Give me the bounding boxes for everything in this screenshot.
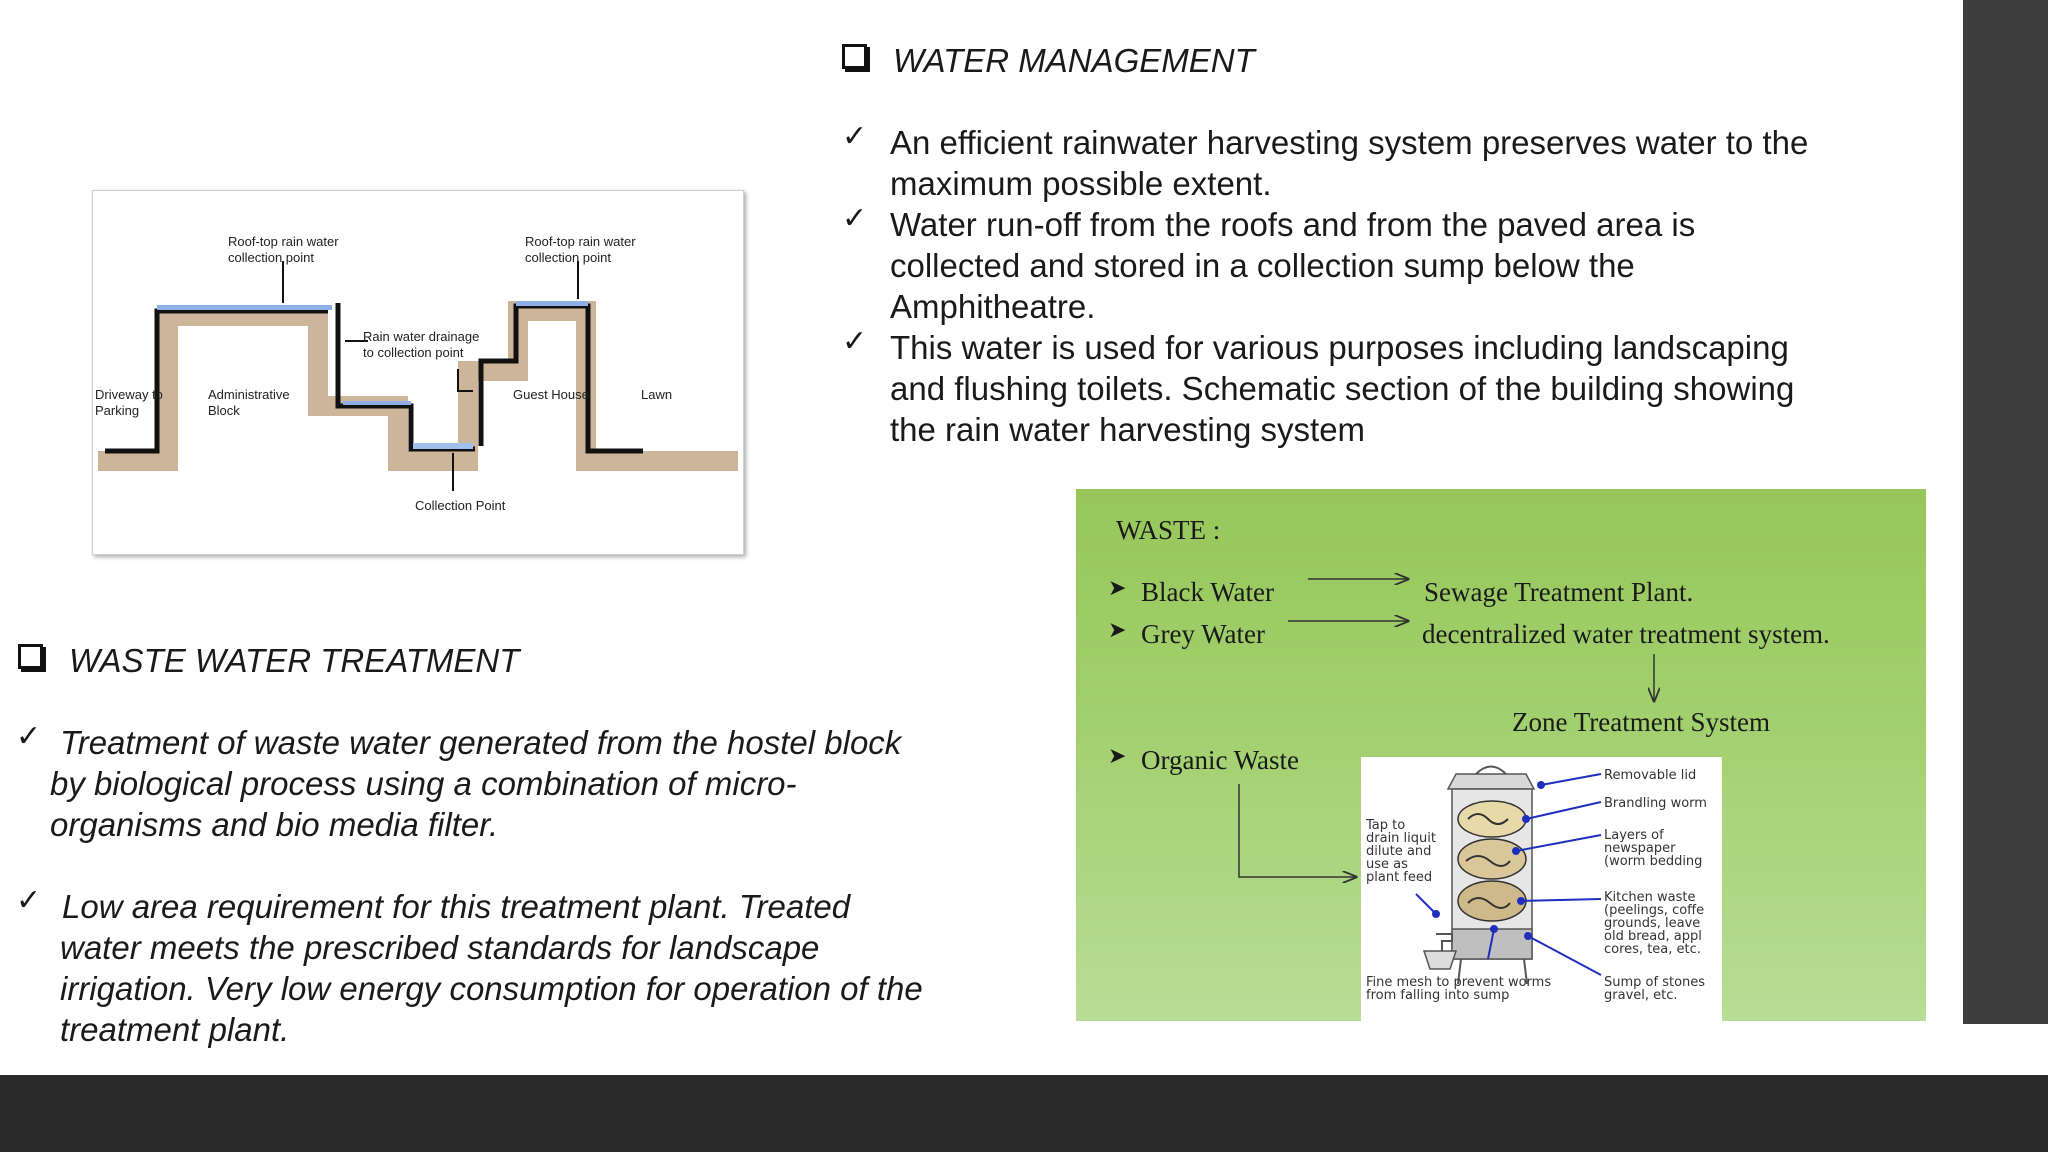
checkmark-icon: ✓ [16, 719, 42, 754]
bin-label-tap: dilute and [1366, 844, 1431, 859]
right-side-bar [1963, 0, 2048, 1024]
bullet-line: irrigation. Very low energy consumption … [60, 970, 923, 1007]
bullet-line: organisms and bio media filter. [50, 806, 499, 843]
water-bullet-1: ✓ An efficient rainwater harvesting syst… [842, 122, 1952, 204]
water-heading-text: WATER MANAGEMENT [893, 42, 1255, 79]
checkmark-icon: ✓ [842, 119, 868, 154]
water-management-heading: WATER MANAGEMENT [842, 42, 1255, 80]
bullet-line: Treatment of waste water generated from … [60, 724, 902, 761]
rainwater-section-svg: Roof-top rain water collection point Roo… [95, 234, 738, 513]
waste-water-bullet-2: ✓ Low area requirement for this treatmen… [16, 886, 1006, 1050]
checkmark-icon: ✓ [16, 883, 42, 918]
bin-label-tap: use as [1366, 857, 1408, 872]
water-bullets: ✓ An efficient rainwater harvesting syst… [842, 122, 1952, 450]
flow-arrow [1238, 784, 1356, 877]
arrow-bullet-icon: ➤ [1108, 617, 1126, 642]
water-bullet-3: ✓ This water is used for various purpose… [842, 327, 1952, 450]
collection-point-label: Collection Point [415, 498, 506, 513]
roof-point-left-label: collection point [228, 250, 314, 265]
guest-house-label: Guest House [513, 387, 589, 402]
roof-point-right-label: collection point [525, 250, 611, 265]
bin-label-mesh: Fine mesh to prevent worms [1366, 975, 1551, 990]
roof-point-left-label: Roof-top rain water [228, 234, 339, 249]
bullet-line: This water is used for various purposes … [890, 329, 1789, 366]
bin-label-kitchen: (peelings, coffe [1604, 903, 1704, 918]
bin-label-kitchen: grounds, leave [1604, 916, 1700, 931]
bullet-line: water meets the prescribed standards for… [60, 929, 820, 966]
pointer-line [457, 369, 473, 392]
arrow-bullet-icon: ➤ [1108, 575, 1126, 600]
checkmark-icon: ✓ [842, 201, 868, 236]
worm-bin-illustration [1361, 757, 1722, 1021]
drain-water [343, 401, 411, 405]
roof-water-left [157, 305, 332, 310]
bin-label-tap: drain liquit [1366, 831, 1436, 846]
arrow-bullet-icon: ➤ [1108, 743, 1126, 768]
bullet-line: maximum possible extent. [890, 165, 1272, 202]
bullet-line: by biological process using a combinatio… [50, 765, 797, 802]
organic-waste-label: Organic Waste [1141, 745, 1299, 775]
bin-label-tap: Tap to [1365, 818, 1405, 833]
driveway-label: Parking [95, 403, 139, 418]
bullet-line: An efficient rainwater harvesting system… [890, 124, 1809, 161]
waste-flow-svg: WASTE : ➤ Black Water ➤ Grey Water Sewag… [1108, 515, 1830, 1021]
bin-label-mesh: from falling into sump [1366, 988, 1509, 1003]
checkmark-icon: ✓ [842, 324, 868, 359]
bullet-line: the rain water harvesting system [890, 411, 1366, 448]
waste-water-heading: WASTE WATER TREATMENT [18, 642, 519, 680]
bin-label-layers: (worm bedding [1604, 854, 1702, 869]
bin-label-layers: newspaper [1604, 841, 1676, 856]
water-bullet-2: ✓ Water run-off from the roofs and from … [842, 204, 1952, 327]
driveway-label: Driveway to [95, 387, 163, 402]
bullet-line: and flushing toilets. Schematic section … [890, 370, 1795, 407]
grey-water-label: Grey Water [1141, 619, 1265, 649]
sewage-plant-label: Sewage Treatment Plant. [1424, 577, 1693, 607]
waste-panel: WASTE : ➤ Black Water ➤ Grey Water Sewag… [1076, 489, 1926, 1021]
bullet-line: treatment plant. [60, 1011, 290, 1048]
bin-label-sump: gravel, etc. [1604, 988, 1678, 1003]
drainage-label: to collection point [363, 345, 464, 360]
rainwater-harvesting-diagram: Roof-top rain water collection point Roo… [92, 190, 744, 555]
bin-label-kitchen: Kitchen waste [1604, 890, 1695, 905]
black-water-label: Black Water [1141, 577, 1274, 607]
admin-block-outline [105, 308, 328, 454]
callout-lines [1415, 773, 1602, 976]
roof-water-right [516, 301, 588, 306]
bin-label-worms: Brandling worm [1604, 796, 1707, 811]
bin-label-tap: plant feed [1366, 870, 1432, 885]
roof-point-right-label: Roof-top rain water [525, 234, 636, 249]
bullet-line: Water run-off from the roofs and from th… [890, 206, 1696, 243]
checkbox-bullet-icon [842, 43, 867, 69]
waste-title: WASTE : [1116, 515, 1220, 545]
waste-water-bullets: ✓ Treatment of waste water generated fro… [16, 722, 1006, 1050]
bin-label-layers: Layers of [1604, 828, 1664, 843]
bin-label-lid: Removable lid [1604, 768, 1696, 783]
bin-label-sump: Sump of stones [1604, 975, 1705, 990]
zone-treatment-label: Zone Treatment System [1512, 707, 1770, 737]
bin-label-kitchen: cores, tea, etc. [1604, 942, 1701, 957]
sump-water [413, 443, 473, 449]
admin-label: Administrative [208, 387, 290, 402]
bottom-bar [0, 1075, 2048, 1152]
waste-water-heading-text: WASTE WATER TREATMENT [69, 642, 520, 679]
decentralized-label: decentralized water treatment system. [1422, 619, 1830, 649]
bin-label-kitchen: old bread, appl [1604, 929, 1702, 944]
drainage-label: Rain water drainage [363, 329, 479, 344]
waste-water-bullet-1: ✓ Treatment of waste water generated fro… [16, 722, 1006, 845]
lawn-label: Lawn [641, 387, 672, 402]
bullet-line: collected and stored in a collection sum… [890, 247, 1635, 284]
checkbox-bullet-icon [18, 643, 43, 669]
bullet-line: Low area requirement for this treatment … [62, 888, 851, 925]
admin-label: Block [208, 403, 240, 418]
bullet-line: Amphitheatre. [890, 288, 1096, 325]
